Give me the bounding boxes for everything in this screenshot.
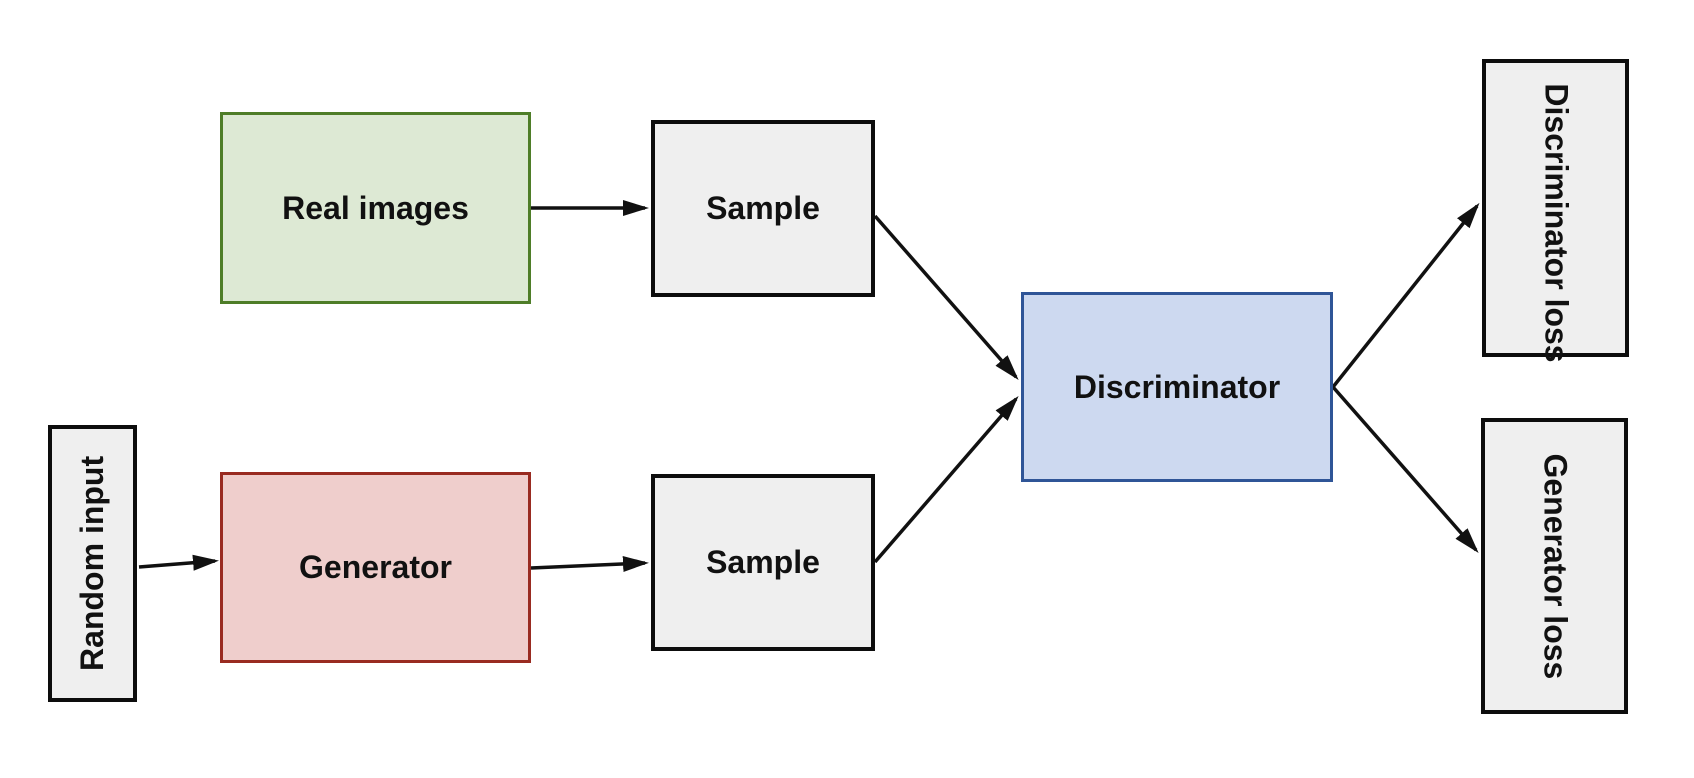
arrow-sample-bottom-to-discriminator <box>873 395 1019 564</box>
node-sample-top: Sample <box>651 120 875 297</box>
node-sample-bottom: Sample <box>651 474 875 651</box>
discriminator-label: Discriminator <box>1073 368 1281 405</box>
generator-loss-label: Generator loss <box>1536 453 1573 679</box>
node-generator-loss: Generator loss <box>1481 418 1628 714</box>
node-random-input: Random input <box>48 425 137 702</box>
generator-label: Generator <box>299 549 452 586</box>
arrow-discriminator-to-generator-loss <box>1331 385 1479 554</box>
arrow-random-input-to-generator <box>138 554 219 571</box>
node-discriminator-loss: Discriminator loss <box>1482 59 1629 363</box>
arrow-sample-top-to-discriminator <box>873 214 1019 381</box>
arrow-generator-to-sample <box>530 555 649 572</box>
sample-top-label: Sample <box>706 190 820 227</box>
node-discriminator: Discriminator <box>1021 292 1333 482</box>
sample-bottom-label: Sample <box>706 544 820 581</box>
node-real-images: Real images <box>220 112 531 304</box>
arrow-discriminator-to-discriminator-loss <box>1331 202 1480 389</box>
node-generator: Generator <box>220 472 531 663</box>
random-input-label: Random input <box>74 455 111 672</box>
real-images-label: Real images <box>282 189 469 226</box>
discriminator-loss-label: Discriminator loss <box>1537 82 1574 363</box>
